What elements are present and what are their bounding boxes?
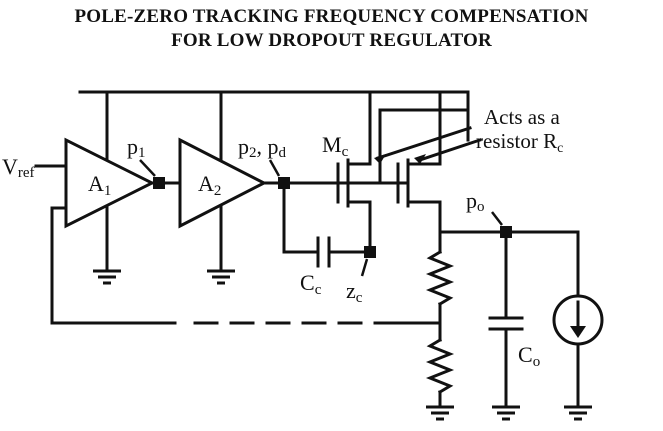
ground-divider [426,405,454,421]
co-label: Co [518,342,540,370]
acts-arrow-1 [376,126,472,160]
ground-a1 [93,269,121,285]
po-pointer [491,211,503,226]
p1-label: p1 [127,134,146,161]
acts-as-resistor-line-2: resistor Rc [476,129,563,156]
p2-pointer [268,159,281,177]
a1-label: A1 [88,171,111,199]
zc-label: zc [346,278,363,306]
node-p2-pd [278,177,290,189]
ground-load [564,405,592,421]
p2-pd-label: p2, pd [238,134,287,161]
ground-symbols [93,269,592,421]
node-po [500,226,512,238]
ground-a2 [207,269,235,285]
zc-pointer [360,258,369,277]
po-label: po [466,188,485,215]
resistor-upper [425,249,455,307]
mc-arrow-head [374,154,386,164]
node-p1 [153,177,165,189]
acts-arrow-2 [418,138,482,162]
diagram-title-line-2: FOR LOW DROPOUT REGULATOR [171,30,492,51]
cc-label: Cc [300,270,322,298]
acts-as-resistor-line-1: Acts as a [484,105,560,129]
current-arrow-head [570,326,586,338]
a2-label: A2 [198,171,221,199]
mc-label: Mc [322,132,349,160]
vref-label: Vref [2,154,35,181]
node-zc [364,246,376,258]
diagram-title-line-1: POLE-ZERO TRACKING FREQUENCY COMPENSATIO… [74,6,589,27]
ground-co [492,405,520,421]
amplifier-a1 [64,137,156,229]
resistor-lower [425,337,455,395]
p1-pointer [139,159,156,177]
rc-arrow-head [414,154,426,164]
